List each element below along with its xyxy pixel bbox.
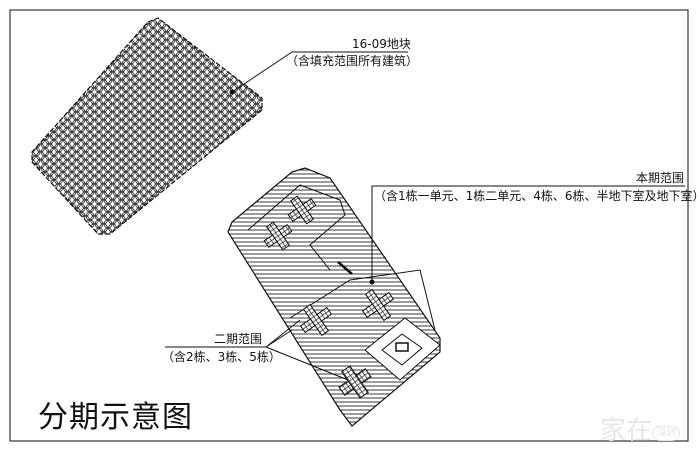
development-area [227, 167, 441, 427]
leader-phase-two [165, 319, 349, 381]
phase-two-label-note: （含2栋、3栋、5栋） [162, 350, 281, 364]
building-2 [263, 221, 293, 251]
building-1 [287, 195, 317, 225]
current-phase-label-note: （含1栋一单元、1栋二单元、4栋、6栋、半地下室及地下室） [374, 189, 700, 203]
building-4 [361, 288, 395, 322]
leader-parcel [229, 51, 408, 95]
phase-two-label-name: 二期范围 [214, 332, 263, 346]
drawing-frame [9, 9, 689, 442]
watermark-logo: 家在深圳 [600, 410, 681, 447]
building-3 [299, 303, 333, 337]
drawing-title: 分期示意图 [38, 400, 193, 435]
parcel-label-note: （含填充范围所有建筑） [286, 54, 419, 68]
parcel-16-09-area [31, 17, 263, 235]
leader-current-phase [369, 185, 685, 285]
parcel-label-name: 16-09地块 [352, 37, 411, 51]
building-5 [338, 365, 372, 399]
current-phase-label-name: 本期范围 [636, 171, 685, 185]
